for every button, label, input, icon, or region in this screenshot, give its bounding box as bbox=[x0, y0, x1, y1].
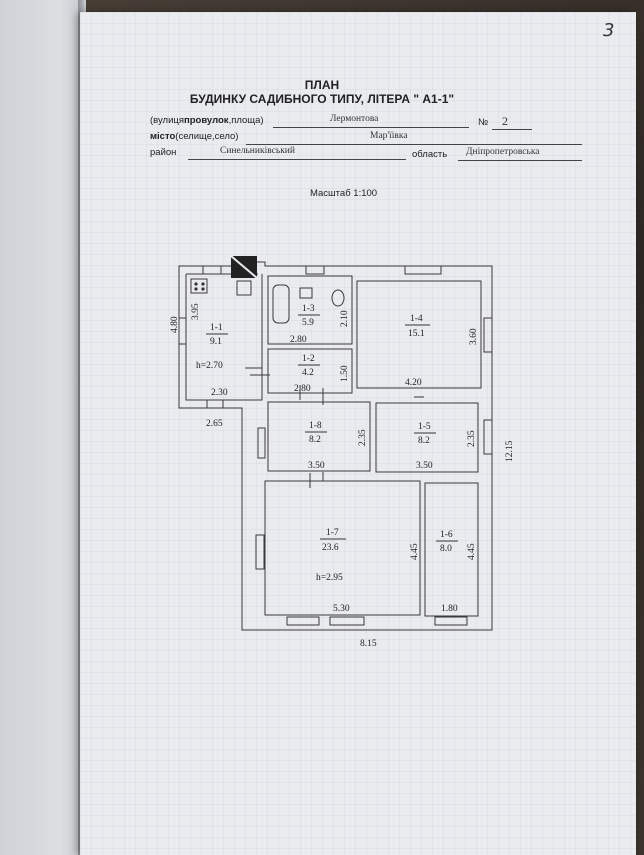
region-label: область bbox=[412, 149, 448, 160]
room-labels: 1-1 9.1 1-2 4.2 1-3 5.9 1-4 15.1 1-5 8.2… bbox=[206, 304, 458, 554]
window bbox=[257, 427, 266, 459]
dimension-label: 2.80 bbox=[294, 384, 311, 394]
room-area: 5.9 bbox=[302, 318, 314, 328]
document-page bbox=[80, 12, 636, 855]
dimension-label: 1.80 bbox=[441, 604, 458, 614]
room-1-5-outline bbox=[375, 402, 479, 473]
city-label: місто(селище,село) bbox=[150, 131, 239, 142]
ceiling-height-label: h=2.70 bbox=[196, 361, 223, 371]
city-value: Мар'їівка bbox=[370, 131, 408, 141]
room-1-4-outline bbox=[356, 280, 482, 389]
window bbox=[434, 616, 468, 626]
dimension-label: 2.30 bbox=[211, 388, 228, 398]
window bbox=[206, 399, 224, 409]
dimension-label: 4.45 bbox=[410, 543, 420, 560]
room-id: 1-1 bbox=[210, 323, 223, 333]
page-number: 3 bbox=[603, 20, 615, 41]
number-label: № bbox=[478, 117, 489, 128]
room-id: 1-5 bbox=[418, 422, 431, 432]
sink bbox=[299, 287, 313, 299]
window bbox=[483, 317, 493, 353]
region-value: Дніпропетровська bbox=[466, 147, 540, 157]
dimension-label: 4.20 bbox=[405, 378, 422, 388]
window bbox=[483, 419, 493, 455]
street-label: (вулицяпровулок,площа) bbox=[150, 115, 264, 126]
room-id: 1-4 bbox=[410, 314, 423, 324]
burner bbox=[194, 282, 198, 286]
bathtub bbox=[272, 284, 290, 324]
dimension-label: 4.80 bbox=[170, 316, 180, 333]
dimension-labels: 4.80 3.95 2.30 2.65 2.80 2.80 2.10 1.50 … bbox=[170, 303, 515, 649]
dimension-label: 2.35 bbox=[358, 429, 368, 446]
window bbox=[255, 534, 265, 570]
room-area: 15.1 bbox=[408, 329, 425, 339]
dimension-label: 2.35 bbox=[467, 430, 477, 447]
burner bbox=[194, 287, 198, 291]
dimension-label: 8.15 bbox=[360, 639, 377, 649]
room-id: 1-6 bbox=[440, 530, 453, 540]
stove bbox=[190, 278, 208, 294]
scale-label: Масштаб 1:100 bbox=[310, 188, 378, 199]
window bbox=[202, 265, 222, 275]
dimension-label: 2.10 bbox=[340, 310, 350, 327]
burner bbox=[201, 282, 205, 286]
dimension-label: 5.30 bbox=[333, 604, 350, 614]
window bbox=[286, 616, 320, 626]
street-underline bbox=[273, 127, 469, 128]
burner bbox=[201, 287, 205, 291]
number-underline bbox=[492, 129, 532, 130]
room-1-2-outline bbox=[267, 348, 353, 394]
room-1-3-outline bbox=[267, 275, 353, 345]
dimension-label: 12.15 bbox=[505, 440, 515, 462]
door-ticks bbox=[250, 374, 424, 398]
room-id: 1-3 bbox=[302, 304, 315, 314]
room-area: 8.2 bbox=[309, 435, 321, 445]
dimension-label: 3.95 bbox=[191, 303, 201, 320]
dimension-label: 3.50 bbox=[308, 461, 325, 471]
room-area: 8.0 bbox=[440, 544, 452, 554]
dimension-label: 3.50 bbox=[416, 461, 433, 471]
plan-subtitle: БУДИНКУ САДИБНОГО ТИПУ, ЛІТЕРА " А1-1" bbox=[189, 92, 455, 106]
district-value: Синельниківський bbox=[220, 146, 295, 156]
district-label: район bbox=[150, 147, 177, 158]
street-value: Лермонтова bbox=[330, 114, 379, 124]
room-area: 9.1 bbox=[210, 337, 222, 347]
room-id: 1-8 bbox=[309, 421, 322, 431]
room-id: 1-2 bbox=[302, 354, 315, 364]
dimension-label: 2.65 bbox=[206, 419, 223, 429]
ceiling-height-label: h=2.95 bbox=[316, 573, 343, 583]
toilet bbox=[331, 289, 345, 307]
number-value: 2 bbox=[502, 114, 508, 128]
region-underline bbox=[458, 160, 582, 161]
window bbox=[305, 265, 325, 275]
window bbox=[178, 317, 187, 345]
city-underline bbox=[246, 144, 582, 145]
window bbox=[329, 616, 365, 626]
dimension-label: 3.60 bbox=[469, 328, 479, 345]
dimension-label: 2.80 bbox=[290, 335, 307, 345]
district-underline bbox=[188, 159, 406, 160]
room-1-6-outline bbox=[424, 482, 479, 617]
dimension-label: 4.45 bbox=[467, 543, 477, 560]
kitchen-unit bbox=[236, 280, 252, 296]
room-area: 4.2 bbox=[302, 368, 314, 378]
room-area: 8.2 bbox=[418, 436, 430, 446]
plan-title: ПЛАН bbox=[304, 78, 340, 92]
room-id: 1-7 bbox=[326, 528, 339, 538]
door-ticks bbox=[245, 367, 324, 488]
dimension-label: 1.50 bbox=[340, 365, 350, 382]
room-1-7-outline bbox=[264, 480, 421, 616]
chimney-diagonal bbox=[230, 255, 258, 279]
room-1-8-outline bbox=[267, 401, 371, 472]
floor-plan: 1-1 9.1 1-2 4.2 1-3 5.9 1-4 15.1 1-5 8.2… bbox=[170, 255, 515, 649]
facing-page bbox=[0, 0, 86, 855]
window bbox=[404, 265, 442, 275]
room-area: 23.6 bbox=[322, 543, 339, 553]
